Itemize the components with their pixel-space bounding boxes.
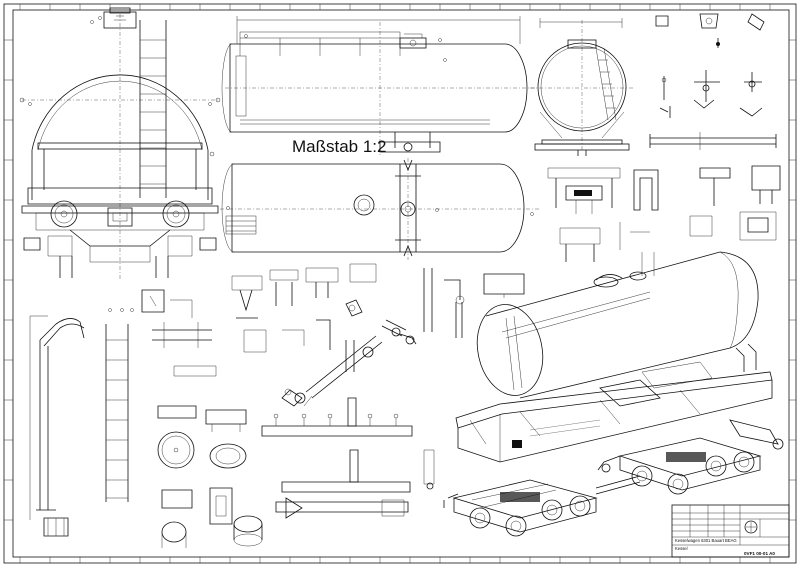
- pipe-assembly: [281, 299, 417, 407]
- cross-brace-parts: [261, 397, 435, 519]
- tank-side-view-top: [221, 16, 535, 155]
- section-details-mid-right: [547, 165, 781, 276]
- title-block-line1: Kesselwagen 6301 Bauart BEAG: [675, 538, 737, 543]
- title-block-drawing-number: 0VF1 00-01 A0: [744, 551, 775, 556]
- fittings-detail-row: [231, 263, 525, 353]
- sheet-frame: [3, 3, 797, 564]
- ladder-details: [29, 308, 134, 537]
- detail-parts-top-right: [649, 13, 777, 150]
- bogies-isometric: [443, 419, 784, 537]
- title-block-logo: [744, 520, 758, 534]
- title-block: [671, 504, 790, 558]
- wagon-end-view: [19, 7, 221, 280]
- misc-parts-lower-left: [141, 289, 263, 548]
- wagon-isometric-view: [455, 251, 773, 463]
- tank-cross-section: [530, 18, 635, 156]
- tank-side-view-lower: [220, 158, 540, 260]
- title-block-line2: Kessel: [675, 546, 688, 551]
- scale-label: Maßstab 1:2: [292, 137, 387, 156]
